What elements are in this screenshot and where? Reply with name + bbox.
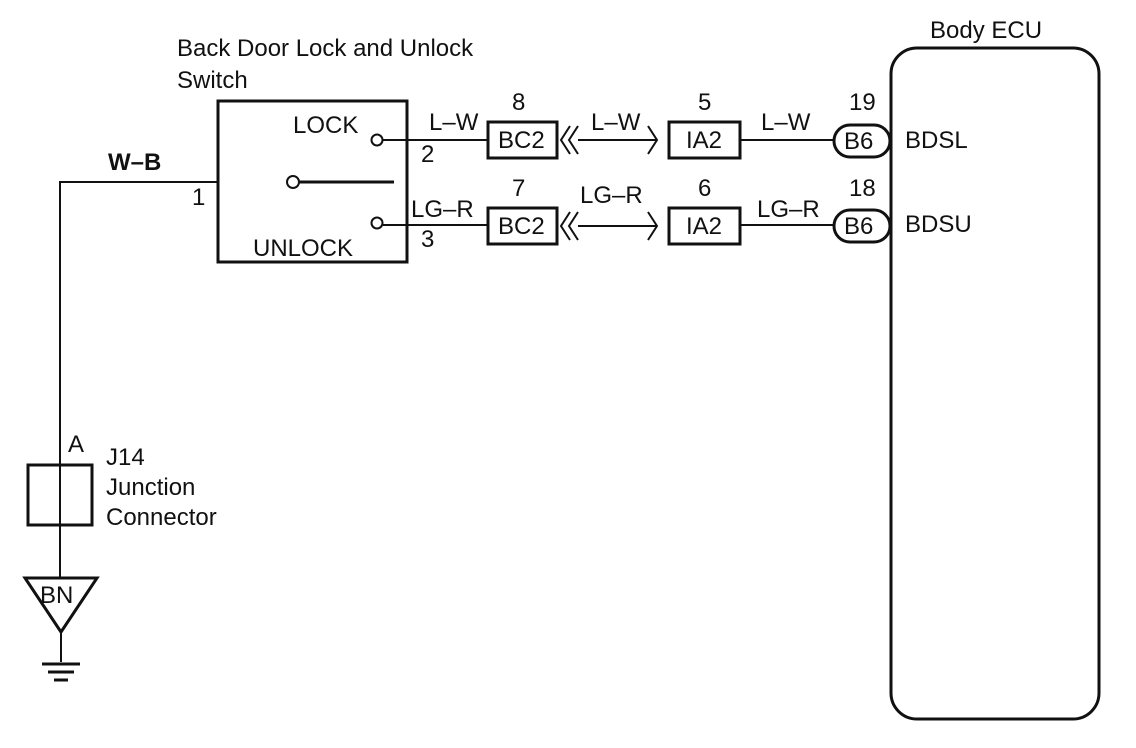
switch-pin-3: 3 (421, 226, 434, 253)
lock-bc2-connector (486, 120, 559, 160)
switch-lock-label: LOCK (293, 112, 358, 139)
unlock-wire-mid-label: LG–R (580, 182, 643, 209)
lock-wire-ecu-label: L–W (761, 109, 811, 136)
ground-point-label: BN (40, 582, 73, 609)
unlock-bc2-name: BC2 (498, 213, 545, 240)
unlock-ecu-terminal: BDSU (905, 211, 972, 238)
ecu-box (889, 46, 1101, 721)
lock-contact (370, 133, 384, 147)
unlock-contact (370, 216, 384, 230)
unlock-ia2-connector (667, 206, 742, 246)
ecu-title: Body ECU (930, 17, 1042, 44)
lock-wire-switch-label: L–W (429, 109, 479, 136)
unlock-right-chevron-icon (647, 211, 659, 241)
ground-point-triangle (22, 576, 100, 635)
lock-right-chevron-icon (647, 125, 659, 155)
lock-ecu-pin: 19 (849, 89, 876, 116)
switch-pin-1: 1 (192, 184, 205, 211)
unlock-bc2-pin: 7 (512, 175, 525, 202)
lock-ecu-terminal: BDSL (905, 127, 968, 154)
unlock-ia2-name: IA2 (686, 213, 722, 240)
wire-w-b (59, 181, 218, 465)
switch-pin-2: 2 (421, 141, 434, 168)
switch-title-line1: Back Door Lock and Unlock (177, 35, 474, 62)
wire-w-b-label: W–B (108, 149, 161, 176)
lock-bc2-name: BC2 (498, 127, 545, 154)
unlock-ecu-pin: 18 (849, 175, 876, 202)
lock-wire-mid-label: L–W (591, 109, 641, 136)
lock-left-chevron-icon (559, 125, 579, 155)
unlock-left-chevron-icon (559, 211, 579, 241)
lock-ia2-name: IA2 (686, 127, 722, 154)
lock-ia2-pin: 5 (698, 89, 711, 116)
junction-pin-a: A (68, 431, 84, 458)
lock-bc2-pin: 8 (512, 89, 525, 116)
unlock-wire-switch-label: LG–R (411, 196, 474, 223)
junction-label-line2: Junction (106, 474, 195, 501)
unlock-b6-name: B6 (844, 213, 873, 240)
ground-symbol-icon (42, 662, 80, 682)
unlock-ia2-pin: 6 (698, 175, 711, 202)
switch-unlock-label: UNLOCK (253, 235, 353, 262)
switch-title-line2: Switch (177, 67, 248, 94)
unlock-bc2-connector (486, 206, 559, 246)
junction-label-line1: J14 (106, 444, 145, 471)
junction-label-line3: Connector (106, 504, 217, 531)
lock-b6-name: B6 (844, 128, 873, 155)
unlock-wire-ecu-label: LG–R (757, 196, 820, 223)
